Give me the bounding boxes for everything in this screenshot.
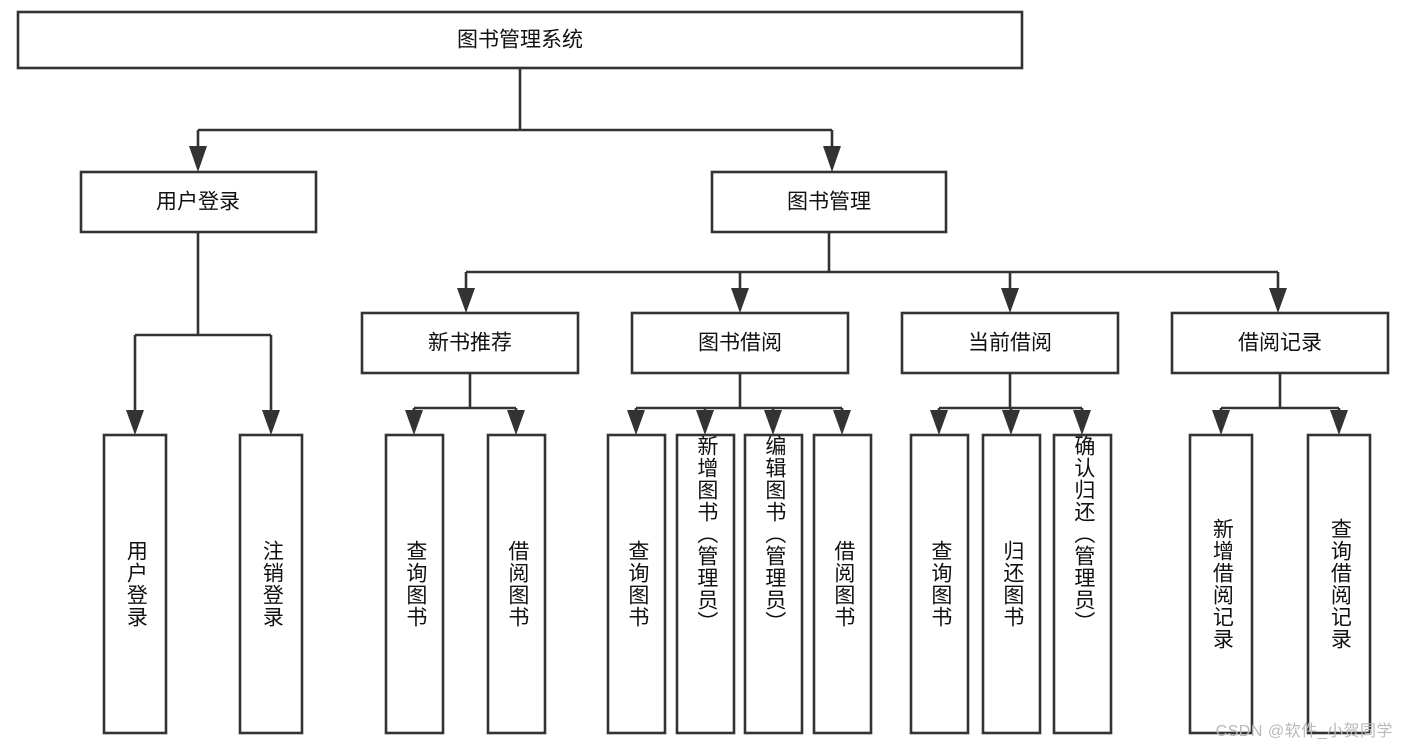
node-user-login-label: 用户登录 (156, 191, 240, 214)
leaf-add-book-box[interactable] (675, 433, 736, 735)
arrowhead-leaf-borrow-book-2 (833, 410, 851, 435)
arrowhead-leaf-confirm-return (1073, 410, 1091, 435)
arrowhead-leaf-query-book-1 (405, 410, 423, 435)
node-user-login-box[interactable] (79, 170, 318, 234)
leaf-query-record-box[interactable] (1306, 433, 1372, 735)
connector-group-book-borrow (627, 373, 851, 435)
arrowhead-user-login (189, 146, 207, 172)
leaf-borrow-book-2-box[interactable] (812, 433, 873, 735)
node-book-borrow[interactable]: 图书借阅 (630, 311, 850, 375)
arrowhead-new-book-rec (457, 288, 475, 313)
leaf-borrow-book-1-box[interactable] (486, 433, 547, 735)
node-borrow-record[interactable]: 借阅记录 (1170, 311, 1390, 375)
arrowhead-leaf-edit-book (764, 410, 782, 435)
arrowhead-leaf-user-login (126, 410, 144, 435)
leaf-boxes (102, 433, 1372, 735)
leaf-user-login-box[interactable] (102, 433, 168, 735)
leaf-confirm-return-box[interactable] (1052, 433, 1113, 735)
node-user-login[interactable]: 用户登录 (79, 170, 318, 234)
arrowhead-current-borrow (1001, 288, 1019, 313)
node-new-book-rec-box[interactable] (360, 311, 580, 375)
node-book-manage-label: 图书管理 (787, 191, 871, 214)
connector-group-current-borrow (930, 373, 1091, 435)
leaf-query-book-1-box[interactable] (384, 433, 445, 735)
connector-group-user-login (126, 232, 280, 435)
arrowhead-leaf-logout (262, 410, 280, 435)
leaf-query-book-2-box[interactable] (606, 433, 667, 735)
node-current-borrow[interactable]: 当前借阅 (900, 311, 1120, 375)
node-root-box[interactable] (16, 10, 1024, 70)
leaf-edit-book-box[interactable] (743, 433, 804, 735)
leaf-return-book-box[interactable] (981, 433, 1042, 735)
node-book-manage-box[interactable] (710, 170, 948, 234)
node-root-label: 图书管理系统 (457, 29, 583, 52)
arrowhead-leaf-borrow-book-1 (507, 410, 525, 435)
node-root[interactable]: 图书管理系统 (16, 10, 1024, 70)
connector-group-root (189, 68, 841, 172)
node-current-borrow-box[interactable] (900, 311, 1120, 375)
node-new-book-rec-label: 新书推荐 (428, 332, 512, 355)
leaf-query-book-3-box[interactable] (909, 433, 970, 735)
arrowhead-leaf-query-book-3 (930, 410, 948, 435)
arrowhead-book-manage (823, 146, 841, 172)
arrowhead-book-borrow (731, 288, 749, 313)
connector-group-borrow-record (1212, 373, 1348, 435)
leaf-logout-box[interactable] (238, 433, 304, 735)
node-borrow-record-label: 借阅记录 (1238, 332, 1322, 355)
node-borrow-record-box[interactable] (1170, 311, 1390, 375)
arrowhead-leaf-return-book (1002, 410, 1020, 435)
arrowhead-leaf-query-record (1330, 410, 1348, 435)
node-book-manage[interactable]: 图书管理 (710, 170, 948, 234)
node-current-borrow-label: 当前借阅 (968, 332, 1052, 355)
node-book-borrow-label: 图书借阅 (698, 332, 782, 355)
node-new-book-rec[interactable]: 新书推荐 (360, 311, 580, 375)
connector-group-new-book-rec (405, 373, 525, 435)
arrowhead-borrow-record (1269, 288, 1287, 313)
node-book-borrow-box[interactable] (630, 311, 850, 375)
leaf-add-record-box[interactable] (1188, 433, 1254, 735)
connector-group-book-manage (457, 232, 1287, 313)
arrowhead-leaf-add-record (1212, 410, 1230, 435)
watermark: CSDN @软件_小贺同学 (1215, 723, 1393, 740)
arrowhead-leaf-query-book-2 (627, 410, 645, 435)
arrowhead-leaf-add-book (696, 410, 714, 435)
